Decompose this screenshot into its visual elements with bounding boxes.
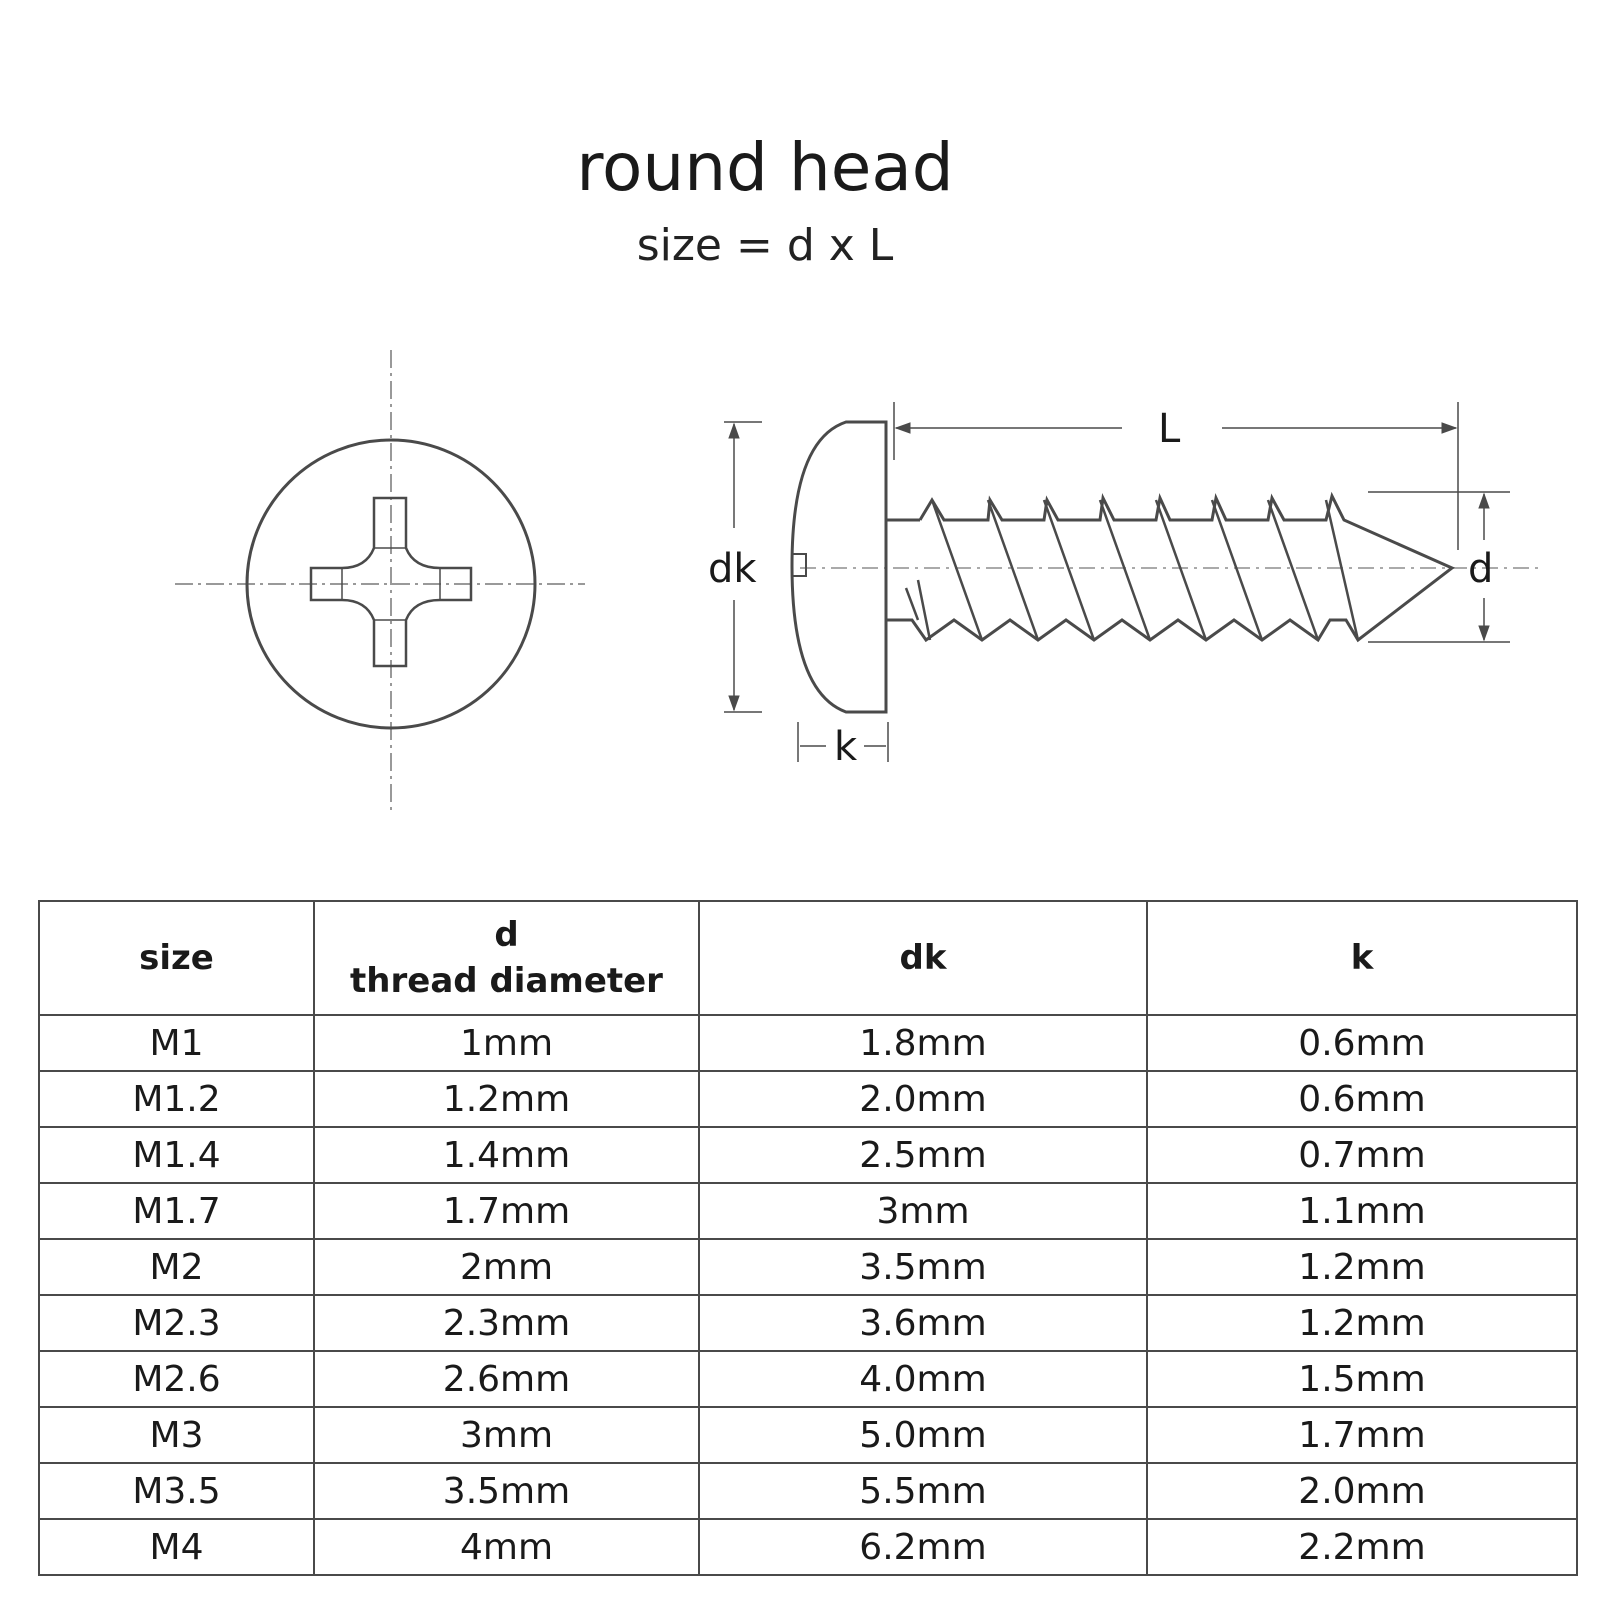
cell-d: 3.5mm <box>313 1462 700 1520</box>
cell-k: 1.2mm <box>1146 1238 1578 1296</box>
cell-size: M2 <box>38 1238 315 1296</box>
cell-d: 3mm <box>313 1406 700 1464</box>
dk-label: dk <box>708 546 757 592</box>
cell-dk: 1.8mm <box>698 1014 1148 1072</box>
head-outline <box>245 438 537 730</box>
cell-k: 0.6mm <box>1146 1070 1578 1128</box>
dk-arrow-bottom <box>728 695 740 712</box>
cell-dk: 3.5mm <box>698 1238 1148 1296</box>
cell-size: M1 <box>38 1014 315 1072</box>
cell-d: 2mm <box>313 1238 700 1296</box>
cell-size: M2.3 <box>38 1294 315 1352</box>
cell-d: 1.2mm <box>313 1070 700 1128</box>
cell-dk: 5.5mm <box>698 1462 1148 1520</box>
cell-size: M4 <box>38 1518 315 1576</box>
recess-inner-lines <box>341 547 441 621</box>
cell-k: 1.5mm <box>1146 1350 1578 1408</box>
cell-dk: 2.5mm <box>698 1126 1148 1184</box>
thread-helix-lines <box>904 499 1360 641</box>
cell-k: 1.1mm <box>1146 1182 1578 1240</box>
size-formula: size = d x L <box>636 220 894 271</box>
screw-side-view <box>724 402 1540 762</box>
cell-dk: 6.2mm <box>698 1518 1148 1576</box>
phillips-cross-recess <box>309 496 473 668</box>
cell-k: 0.6mm <box>1146 1014 1578 1072</box>
cell-d: 1.7mm <box>313 1182 700 1240</box>
thread-body <box>900 491 1455 643</box>
head-top-view <box>175 350 585 815</box>
header-k: k <box>1146 900 1578 1016</box>
cell-dk: 3.6mm <box>698 1294 1148 1352</box>
header-d-desc: thread diameter <box>350 961 663 1001</box>
table-header-row: size d thread diameter dk k <box>38 900 1578 1016</box>
cell-d: 1mm <box>313 1014 700 1072</box>
d-arrow-bottom <box>1478 625 1490 642</box>
cell-size: M3.5 <box>38 1462 315 1520</box>
cell-d: 4mm <box>313 1518 700 1576</box>
L-arrow-right <box>1441 422 1458 434</box>
cell-size: M1.7 <box>38 1182 315 1240</box>
d-arrow-top <box>1478 492 1490 509</box>
shank <box>886 518 920 622</box>
head-slot <box>791 553 807 577</box>
L-arrow-left <box>894 422 911 434</box>
cell-size: M1.4 <box>38 1126 315 1184</box>
L-label: L <box>1158 406 1181 452</box>
k-label: k <box>834 724 858 770</box>
cell-d: 2.6mm <box>313 1350 700 1408</box>
cell-k: 0.7mm <box>1146 1126 1578 1184</box>
cell-k: 1.2mm <box>1146 1294 1578 1352</box>
cell-size: M1.2 <box>38 1070 315 1128</box>
cell-k: 1.7mm <box>1146 1406 1578 1464</box>
d-label: d <box>1468 546 1493 592</box>
cell-d: 1.4mm <box>313 1126 700 1184</box>
cell-size: M2.6 <box>38 1350 315 1408</box>
cell-dk: 3mm <box>698 1182 1148 1240</box>
header-size: size <box>38 900 315 1016</box>
page-title: round head <box>576 129 954 206</box>
header-dk: dk <box>698 900 1148 1016</box>
cell-d: 2.3mm <box>313 1294 700 1352</box>
cell-dk: 5.0mm <box>698 1406 1148 1464</box>
header-d: d thread diameter <box>313 900 700 1016</box>
header-d-symbol: d <box>494 915 519 955</box>
dk-arrow-top <box>728 422 740 439</box>
cell-k: 2.2mm <box>1146 1518 1578 1576</box>
cell-size: M3 <box>38 1406 315 1464</box>
cell-dk: 4.0mm <box>698 1350 1148 1408</box>
cell-dk: 2.0mm <box>698 1070 1148 1128</box>
cell-k: 2.0mm <box>1146 1462 1578 1520</box>
screw-drawing: L dk d k <box>175 350 1540 815</box>
